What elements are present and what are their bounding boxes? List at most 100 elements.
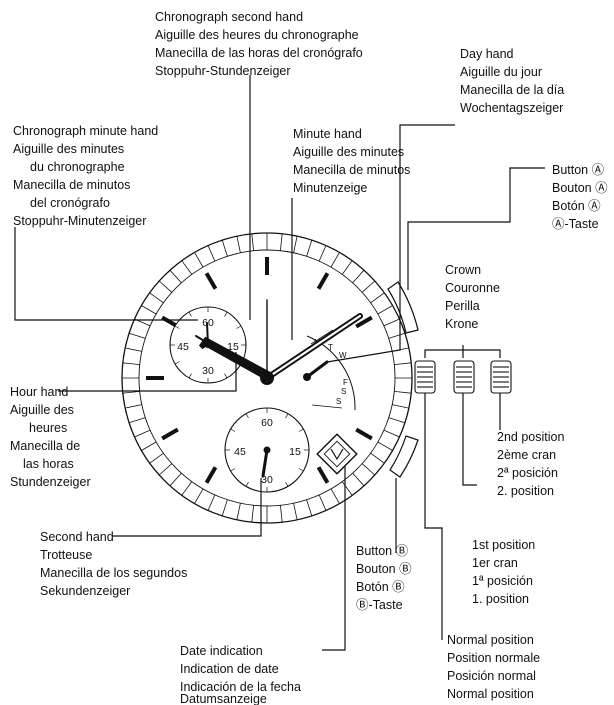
crown-first: [453, 360, 475, 394]
minute-tick: [125, 347, 142, 352]
bottom-subdial-30: 30: [261, 474, 273, 486]
minute-tick: [149, 452, 164, 464]
svg-text:Second hand: Second hand: [40, 530, 114, 544]
minute-tick: [377, 441, 393, 451]
day-sector: [306, 335, 356, 411]
svg-text:Hour hand: Hour hand: [10, 385, 68, 399]
left-subdial-30: 30: [202, 365, 214, 377]
label-button-a: Button Ⓐ Bouton Ⓐ Botón Ⓐ Ⓐ-Taste: [552, 163, 608, 231]
hour-marker: [161, 427, 179, 441]
center-pinion: [260, 371, 274, 385]
minute-tick: [341, 481, 353, 496]
svg-text:Aiguille des minutes: Aiguille des minutes: [13, 142, 124, 156]
subdial-tick: [245, 481, 249, 487]
minute-tick: [280, 505, 283, 523]
svg-text:Posición normal: Posición normal: [447, 669, 536, 683]
minute-tick: [361, 463, 376, 476]
crown-second: [490, 360, 512, 394]
minute-tick: [134, 429, 151, 438]
minute-tick: [388, 417, 406, 424]
minute-tick: [221, 239, 228, 257]
left-subdial-numerals: 60 15 30 45: [177, 317, 239, 377]
subdial-tick: [236, 325, 242, 329]
minute-tick: [207, 245, 216, 262]
svg-text:Manecilla de los segundos: Manecilla de los segundos: [40, 566, 187, 580]
svg-text:du chronographe: du chronographe: [30, 160, 125, 174]
minute-tick: [194, 488, 204, 504]
bottom-subdial-45: 45: [234, 446, 246, 458]
svg-text:Wochentagszeiger: Wochentagszeiger: [460, 101, 563, 115]
svg-text:Aiguille des: Aiguille des: [10, 403, 74, 417]
hour-marker: [316, 272, 330, 290]
svg-text:Stoppuhr-Stundenzeiger: Stoppuhr-Stundenzeiger: [155, 64, 291, 78]
svg-text:Position normale: Position normale: [447, 651, 540, 665]
svg-text:Indicación de la fecha: Indicación de la fecha: [180, 680, 301, 694]
svg-text:Botón Ⓐ: Botón Ⓐ: [552, 199, 601, 213]
subdial-tick: [224, 311, 228, 317]
minute-tick: [383, 318, 400, 327]
minute-tick: [394, 391, 412, 394]
svg-text:Bouton Ⓐ: Bouton Ⓐ: [552, 181, 608, 195]
hour-marker: [355, 427, 373, 441]
label-chrono-minute-hand: Chronograph minute hand Aiguille des min…: [13, 124, 158, 228]
minute-tick: [370, 452, 385, 464]
label-second-hand: Second hand Trotteuse Manecilla de los s…: [40, 530, 187, 598]
svg-text:Button Ⓐ: Button Ⓐ: [552, 163, 605, 177]
day-hand: [305, 360, 329, 379]
svg-text:1er cran: 1er cran: [472, 556, 518, 570]
leader-button-a: [407, 167, 545, 290]
bottom-subdial-15: 15: [289, 446, 301, 458]
leader-normal-pos: [424, 393, 443, 640]
minute-tick: [251, 505, 254, 523]
watch-hands: [195, 299, 363, 478]
minute-tick: [207, 494, 216, 511]
minute-tick: [330, 488, 340, 504]
minute-tick: [141, 305, 157, 315]
button-b: [389, 435, 419, 478]
svg-text:Couronne: Couronne: [445, 281, 500, 295]
svg-text:1st position: 1st position: [472, 538, 535, 552]
left-subdial-15: 15: [227, 341, 239, 353]
crowns: [414, 360, 512, 394]
svg-text:Manecilla de las horas del cro: Manecilla de las horas del cronógrafo: [155, 46, 363, 60]
minute-tick: [169, 472, 182, 487]
minute-tick: [128, 417, 146, 424]
svg-text:Minutenzeige: Minutenzeige: [293, 181, 367, 195]
svg-text:Crown: Crown: [445, 263, 481, 277]
minute-tick: [236, 503, 241, 520]
minute-tick: [392, 404, 409, 409]
bottom-subdial-60: 60: [261, 417, 273, 429]
left-subdial-60: 60: [202, 317, 214, 329]
subdial-tick: [298, 428, 304, 432]
subdial-tick: [188, 373, 192, 379]
label-chrono-second-hand: Chronograph second hand Aiguille des heu…: [155, 10, 363, 78]
svg-text:2nd position: 2nd position: [497, 430, 564, 444]
left-subdial-45: 45: [177, 341, 189, 353]
minute-tick: [377, 305, 393, 315]
svg-text:las horas: las horas: [23, 457, 74, 471]
svg-text:Normal position: Normal position: [447, 633, 534, 647]
subdial-tick: [224, 373, 228, 379]
svg-text:Bouton Ⓑ: Bouton Ⓑ: [356, 562, 412, 576]
subdial-tick: [298, 468, 304, 472]
minute-tick: [125, 404, 142, 409]
minute-tick: [306, 499, 313, 517]
minute-tick: [141, 441, 157, 451]
svg-text:Aiguille du jour: Aiguille du jour: [460, 65, 542, 79]
day-letter-s2: S: [336, 397, 341, 406]
label-button-b: Button Ⓑ Bouton Ⓑ Botón Ⓑ Ⓑ-Taste: [356, 544, 412, 612]
svg-text:Stoppuhr-Minutenzeiger: Stoppuhr-Minutenzeiger: [13, 214, 146, 228]
minute-tick: [361, 280, 376, 293]
minute-ticks: [122, 233, 412, 523]
minute-tick: [158, 280, 173, 293]
label-date-indication: Date indication Indication de date Indic…: [180, 644, 301, 705]
leader-lines: [14, 75, 545, 651]
minute-tick: [330, 252, 340, 268]
svg-text:Normal position: Normal position: [447, 687, 534, 701]
minute-tick: [293, 236, 298, 253]
svg-text:Indication de date: Indication de date: [180, 662, 279, 676]
minute-tick: [169, 269, 182, 284]
subdial-tick: [285, 413, 289, 419]
svg-text:Manecilla de la día: Manecilla de la día: [460, 83, 564, 97]
subdial-tick: [230, 468, 236, 472]
